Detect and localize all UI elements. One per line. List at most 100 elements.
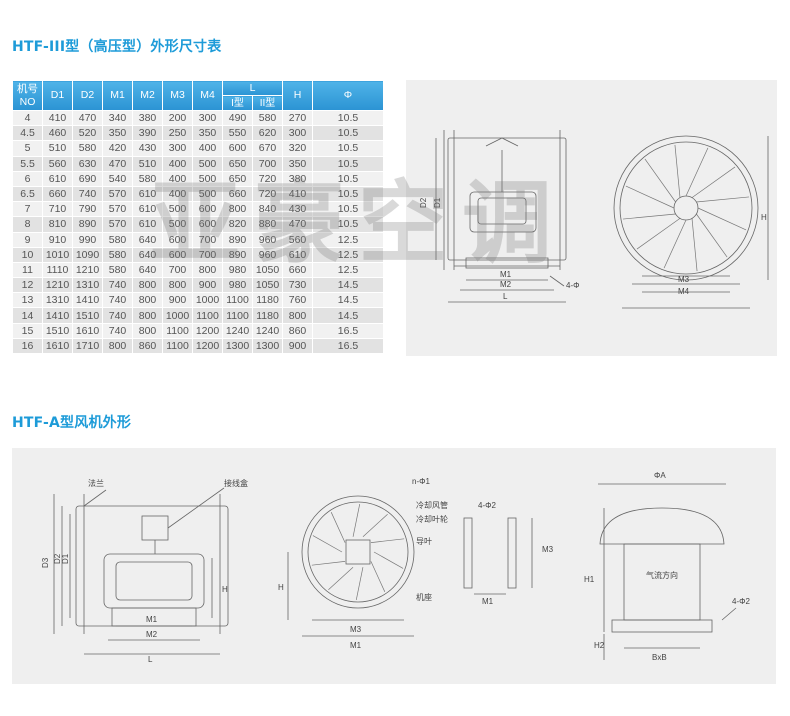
table-cell: 1000 xyxy=(192,292,223,309)
table-cell: 520 xyxy=(72,125,103,142)
table-cell: 10.5 xyxy=(312,155,384,172)
header-phi: Φ xyxy=(312,80,384,111)
table-cell: 400 xyxy=(162,170,193,187)
table-cell: 1710 xyxy=(72,337,103,355)
guide-vane-blade xyxy=(370,561,386,592)
table-cell: 700 xyxy=(162,261,193,279)
table-cell: 500 xyxy=(162,216,193,233)
table-cell: 690 xyxy=(72,170,103,187)
table-cell: 600 xyxy=(192,216,223,233)
label-front-m3: M3 xyxy=(350,625,362,634)
table-cell: 840 xyxy=(252,201,283,218)
label-m2: M2 xyxy=(500,280,512,289)
table-cell: 410 xyxy=(42,109,73,127)
label-side-m1: M1 xyxy=(482,597,494,606)
label-cooling-duct: 冷却风管 xyxy=(416,500,448,510)
diagram-htf-iii-panel: D2 D1 M1 M2 L 4-Φ H M3 M4 xyxy=(406,80,777,356)
table-cell: 620 xyxy=(252,125,283,142)
table-cell: 1510 xyxy=(42,322,73,339)
table-cell: 560 xyxy=(42,155,73,172)
table-cell: 5.5 xyxy=(12,155,43,172)
guide-vane-blade xyxy=(355,567,364,601)
table-cell: 570 xyxy=(102,201,133,218)
table-cell: 600 xyxy=(222,140,253,157)
table-cell: 1310 xyxy=(72,277,103,294)
label-d1: D1 xyxy=(433,197,442,208)
table-cell: 12 xyxy=(12,277,43,294)
table-cell: 1100 xyxy=(192,307,223,324)
label-bxb: BxB xyxy=(652,653,667,662)
table-cell: 700 xyxy=(252,155,283,172)
table-cell: 660 xyxy=(282,261,313,279)
table-cell: 1510 xyxy=(72,307,103,324)
table-cell: 300 xyxy=(192,109,223,127)
table-cell: 8 xyxy=(12,216,43,233)
table-cell: 1300 xyxy=(252,337,283,355)
label-m1: M1 xyxy=(146,615,158,624)
guide-vane-blade xyxy=(330,512,346,543)
label-m2: M2 xyxy=(146,630,158,639)
header-d2: D2 xyxy=(72,80,103,111)
header-l-i: I型 xyxy=(222,95,253,111)
table-cell: 580 xyxy=(72,140,103,157)
table-cell: 1100 xyxy=(162,322,193,339)
label-hole: 4-Φ xyxy=(566,281,580,290)
table-cell: 1100 xyxy=(222,307,253,324)
label-front-m1: M1 xyxy=(350,641,362,650)
table-cell: 610 xyxy=(282,246,313,263)
label-d1: D1 xyxy=(61,553,70,564)
header-m2: M2 xyxy=(132,80,163,111)
fan-blade xyxy=(674,144,681,198)
table-cell: 980 xyxy=(222,261,253,279)
label-m4: M4 xyxy=(678,287,690,296)
table-cell: 390 xyxy=(132,125,163,142)
label-guide-vane: 导叶 xyxy=(416,537,432,546)
table-cell: 1010 xyxy=(42,246,73,263)
table-cell: 740 xyxy=(102,322,133,339)
table-cell: 16.5 xyxy=(312,337,384,355)
table-cell: 1100 xyxy=(162,337,193,355)
table-cell: 610 xyxy=(132,185,163,203)
table-cell: 340 xyxy=(102,109,133,127)
fan-blade xyxy=(685,147,709,197)
label-base: 机座 xyxy=(416,592,432,602)
table-cell: 430 xyxy=(282,201,313,218)
table-cell: 1610 xyxy=(72,322,103,339)
table-cell: 650 xyxy=(222,155,253,172)
fan-blade xyxy=(697,207,747,231)
table-cell: 490 xyxy=(222,109,253,127)
label-side-m3: M3 xyxy=(542,545,554,554)
label-h1: H1 xyxy=(584,575,595,584)
table-cell: 800 xyxy=(132,277,163,294)
table-cell: 1050 xyxy=(252,277,283,294)
table-cell: 470 xyxy=(72,109,103,127)
table-cell: 1240 xyxy=(222,322,253,339)
htf-iii-drawing: D2 D1 M1 M2 L 4-Φ H M3 M4 xyxy=(419,130,769,309)
table-cell: 890 xyxy=(72,216,103,233)
table-cell: 980 xyxy=(222,277,253,294)
table-cell: 890 xyxy=(222,231,253,248)
table-cell: 9 xyxy=(12,231,43,248)
table-cell: 500 xyxy=(192,170,223,187)
table-cell: 1310 xyxy=(42,292,73,309)
table-cell: 660 xyxy=(222,185,253,203)
table-cell: 1610 xyxy=(42,337,73,355)
table-cell: 16.5 xyxy=(312,322,384,339)
table-cell: 510 xyxy=(42,140,73,157)
table-cell: 470 xyxy=(102,155,133,172)
table-cell: 460 xyxy=(42,125,73,142)
fan-blade xyxy=(696,213,728,258)
table-cell: 1410 xyxy=(72,292,103,309)
table-cell: 1180 xyxy=(252,292,283,309)
fan-blade xyxy=(636,218,681,250)
table-cell: 710 xyxy=(42,201,73,218)
guide-vane-blade xyxy=(312,535,343,553)
table-cell: 720 xyxy=(252,170,283,187)
label-d3: D3 xyxy=(41,557,50,568)
